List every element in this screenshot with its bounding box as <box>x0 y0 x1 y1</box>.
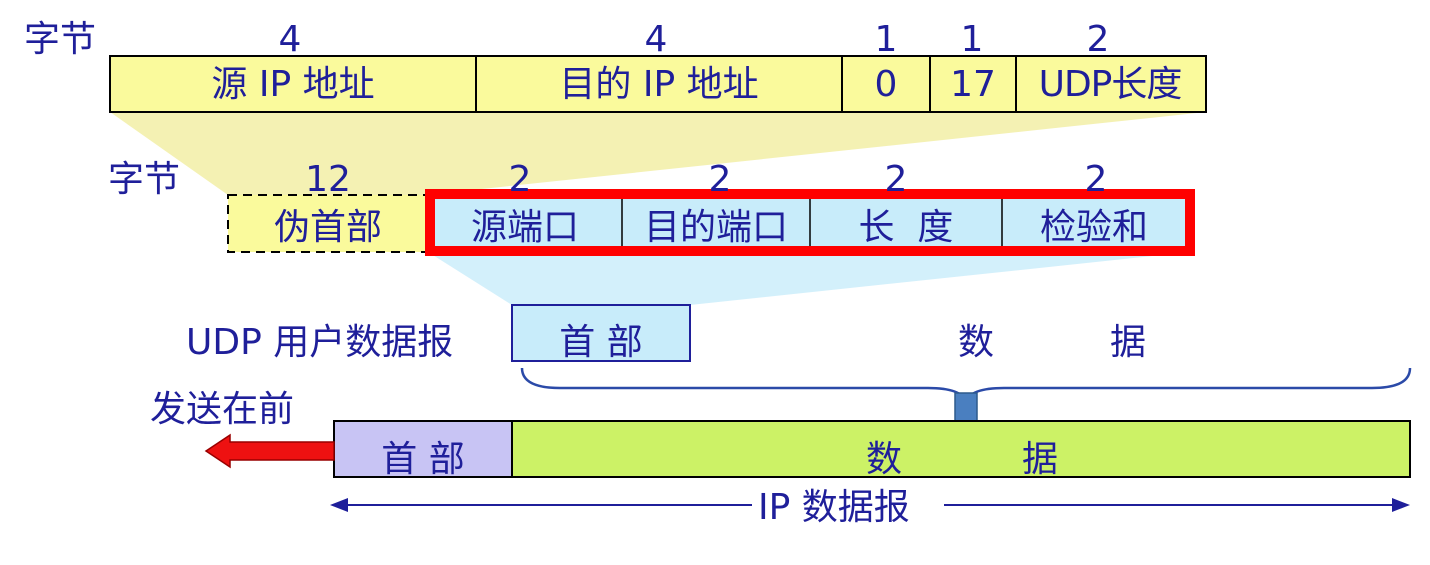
udp-data-label-right: 据 <box>1110 322 1147 363</box>
row1-byte-count: 1 <box>960 19 984 60</box>
ip-data-box <box>511 420 1411 478</box>
dest-ip-field: 目的 IP 地址 <box>559 64 759 105</box>
row1-byte-count: 2 <box>1086 19 1110 60</box>
row1-byte-count: 1 <box>874 19 898 60</box>
source-ip-field: 源 IP 地址 <box>211 64 375 105</box>
udp-header-highlight <box>425 189 1195 256</box>
row2-byte-count: 12 <box>305 159 351 200</box>
send-first-arrow-icon <box>204 433 335 469</box>
pseudo-header-field-row <box>109 55 1207 113</box>
ip-header-label: 首 部 <box>381 439 465 480</box>
pseudo-header-projection <box>110 112 1206 195</box>
ip-data-label-left: 数 <box>866 439 903 480</box>
udp-datagram-label: UDP 用户数据报 <box>186 322 454 363</box>
udp-header-label: 首 部 <box>559 322 643 363</box>
row1-byte-count: 4 <box>278 19 302 60</box>
protocol-field: 17 <box>950 64 996 105</box>
udp-header-box <box>511 304 691 362</box>
zero-field: 0 <box>874 64 898 105</box>
udp-data-label-left: 数 <box>958 322 995 363</box>
row2-byte-count: 2 <box>708 159 732 200</box>
row2-bytes-label: 字节 <box>108 159 181 200</box>
ip-datagram-label: IP 数据报 <box>758 487 910 528</box>
udp-header-projection <box>428 252 1190 305</box>
pseudo-header-label: 伪首部 <box>273 207 382 248</box>
source-port-field: 源端口 <box>470 207 579 248</box>
ip-header-box <box>333 420 513 478</box>
row1-bytes-label: 字节 <box>24 19 97 60</box>
pseudo-header-box <box>227 194 429 253</box>
span-arrow-left-icon <box>330 498 348 512</box>
row2-byte-count: 2 <box>884 159 908 200</box>
span-arrow-right-icon <box>1392 498 1410 512</box>
ip-data-label-right: 据 <box>1022 439 1059 480</box>
row2-byte-count: 2 <box>1084 159 1108 200</box>
row1-byte-count: 4 <box>644 19 668 60</box>
udp-length-field: UDP长度 <box>1038 64 1183 105</box>
length-field: 长 度 <box>858 207 954 248</box>
send-first-label: 发送在前 <box>150 389 295 430</box>
dest-port-field: 目的端口 <box>643 207 788 248</box>
checksum-field: 检验和 <box>1039 207 1148 248</box>
row2-byte-count: 2 <box>508 159 532 200</box>
